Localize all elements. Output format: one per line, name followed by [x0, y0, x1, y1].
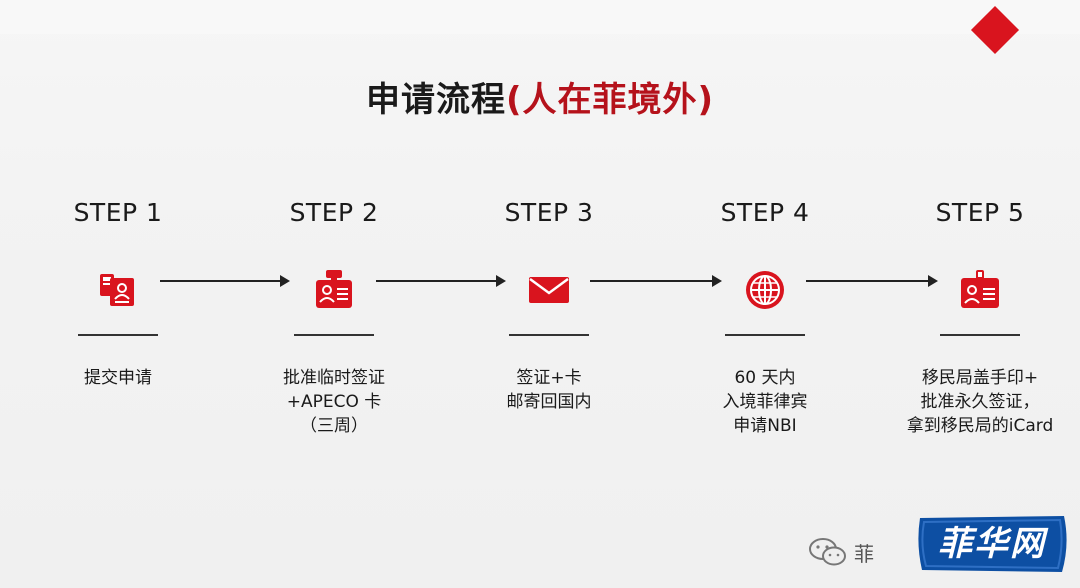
step-divider: [940, 334, 1020, 336]
step-divider: [294, 334, 374, 336]
step-label: STEP 3: [504, 198, 594, 227]
watermark: 菲: [808, 532, 874, 572]
watermark-text: 菲: [854, 541, 874, 566]
page-title: 申请流程(人在菲境外): [0, 72, 1080, 121]
step-description: 签证+卡 邮寄回国内: [506, 368, 592, 412]
brand-badge: 菲华网: [912, 510, 1072, 578]
step-label: STEP 2: [289, 198, 379, 227]
step-description: 提交申请: [84, 368, 152, 388]
step-description: 移民局盖手印+ 批准永久签证， 拿到移民局的iCard: [906, 368, 1054, 436]
step-divider: [725, 334, 805, 336]
envelope-icon: [529, 277, 569, 303]
step-label: STEP 4: [720, 198, 810, 227]
arrow-1-to-2: [160, 275, 290, 287]
step-label: STEP 5: [935, 198, 1025, 227]
wechat-icon: [809, 538, 846, 566]
brand-badge-bg: [918, 516, 1067, 572]
arrow-4-to-5: [806, 275, 938, 287]
title-accent: (人在菲境外): [505, 80, 715, 120]
id-badge-icon: [316, 270, 352, 308]
step-label: STEP 1: [73, 198, 163, 227]
step-2: STEP 2 批准临时签证 +APECO 卡 （三周）: [239, 196, 429, 438]
step-4: STEP 4 60 天内 入境菲律宾 申请NBI: [670, 196, 860, 438]
id-card-icon: [961, 270, 999, 308]
globe-icon: [746, 271, 784, 309]
arrow-2-to-3: [376, 275, 506, 287]
step-description: 批准临时签证 +APECO 卡 （三周）: [283, 368, 385, 436]
step-description: 60 天内 入境菲律宾 申请NBI: [722, 368, 808, 436]
title-main: 申请流程: [365, 80, 506, 120]
step-divider: [509, 334, 589, 336]
step-1: STEP 1 提交申请: [23, 196, 213, 390]
passport-icon: [100, 274, 134, 306]
step-3: STEP 3 签证+卡 邮寄回国内: [454, 196, 644, 414]
step-divider: [78, 334, 158, 336]
arrow-3-to-4: [590, 275, 722, 287]
brand-logo-text: 菲华网: [938, 524, 1046, 564]
top-band: [0, 0, 1080, 34]
step-5: STEP 5 移民局盖手印+ 批准永久签证， 拿到移民局的iCard: [885, 196, 1075, 438]
